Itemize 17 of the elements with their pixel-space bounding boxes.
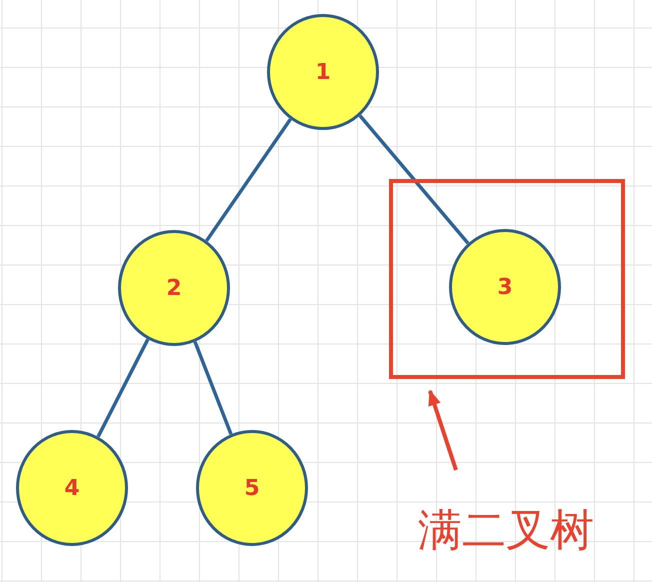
node-number: 3	[497, 274, 513, 300]
pointer-arrow	[428, 389, 458, 471]
highlight-frame	[389, 179, 625, 379]
tree-node-circle	[449, 229, 561, 345]
annotation-text: 满二叉树	[398, 500, 614, 560]
tree-edge	[205, 118, 292, 242]
node-number: 1	[315, 60, 331, 84]
tree-node-circle	[267, 14, 379, 130]
tree-edge	[96, 338, 150, 438]
tree-node-circle	[196, 430, 308, 546]
node-number: 2	[166, 276, 182, 300]
tree-node-circle	[118, 230, 230, 346]
node-number: 5	[244, 476, 260, 500]
tree-node-circle	[16, 430, 128, 546]
tree-edge	[358, 114, 470, 245]
tree-edge	[193, 341, 233, 435]
node-number: 4	[64, 476, 80, 500]
